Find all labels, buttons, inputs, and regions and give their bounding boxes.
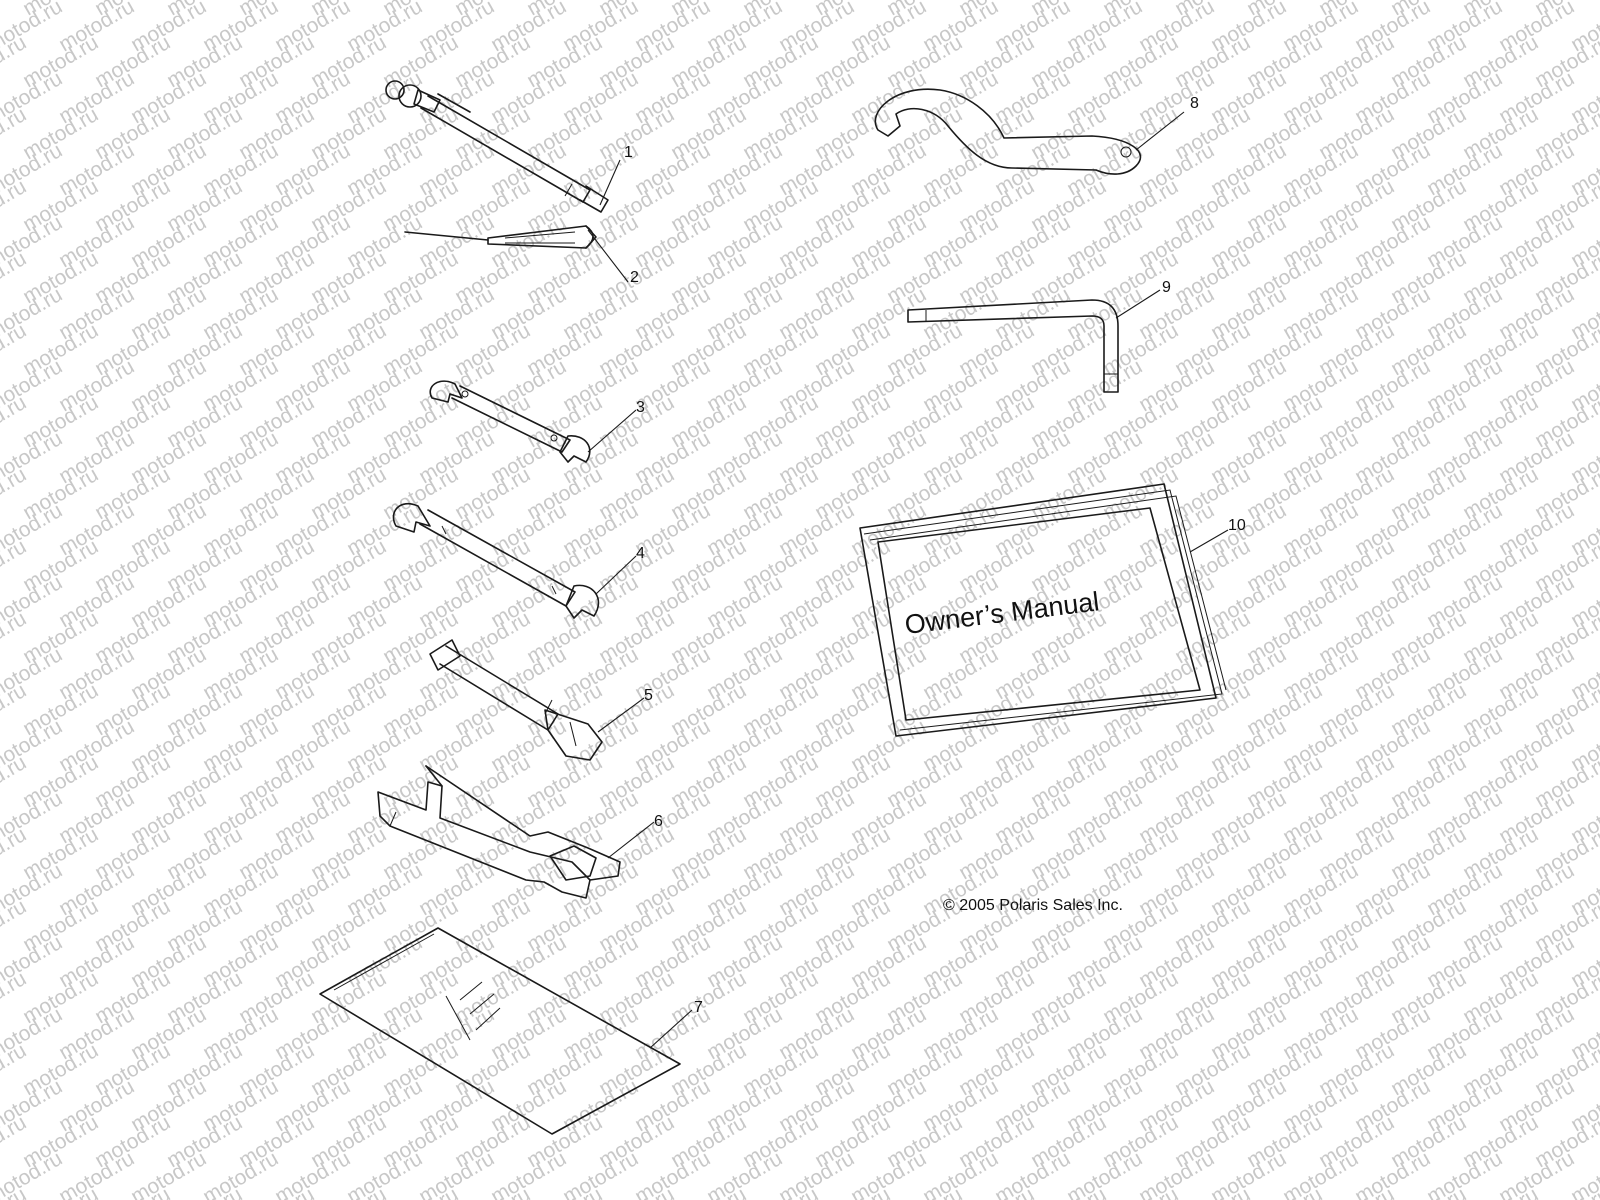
callout-4: 4 xyxy=(636,545,645,562)
copyright-notice: © 2005 Polaris Sales Inc. xyxy=(943,897,1123,914)
callout-5: 5 xyxy=(644,687,653,704)
callout-9: 9 xyxy=(1162,279,1171,296)
callout-7: 7 xyxy=(694,999,703,1016)
callout-8: 8 xyxy=(1190,95,1199,112)
callout-1: 1 xyxy=(624,144,633,161)
callout-6: 6 xyxy=(654,813,663,830)
callout-10: 10 xyxy=(1228,517,1246,534)
callout-3: 3 xyxy=(636,399,645,416)
callout-2: 2 xyxy=(630,269,639,286)
